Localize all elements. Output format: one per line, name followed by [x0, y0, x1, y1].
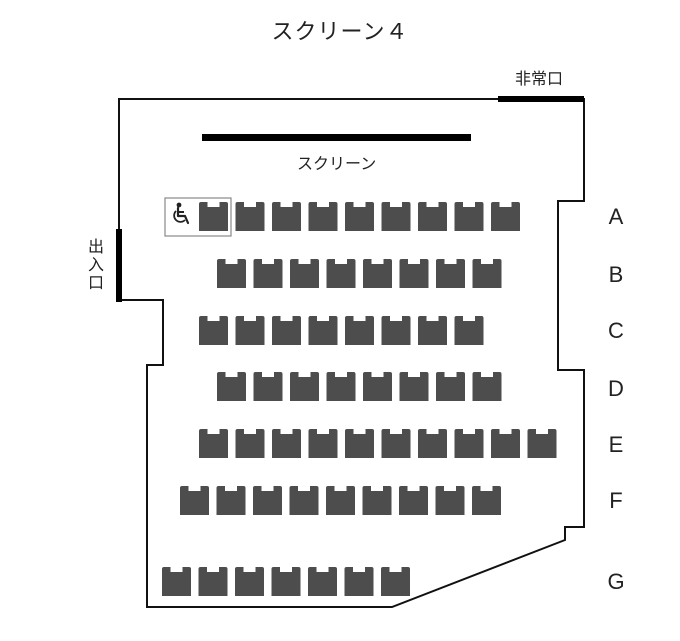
row-label-g: G — [607, 569, 625, 594]
seat-e-2[interactable] — [235, 429, 265, 458]
seat-f-1[interactable] — [180, 486, 209, 515]
seat-f-7[interactable] — [399, 486, 428, 515]
row-label-f: F — [609, 488, 623, 513]
row-label-c: C — [608, 318, 624, 343]
seat-d-5[interactable] — [363, 372, 392, 401]
seat-g-3[interactable] — [235, 567, 264, 596]
seat-g-1[interactable] — [162, 567, 191, 596]
seat-g-2[interactable] — [198, 567, 228, 596]
screen-bar — [202, 134, 471, 141]
seat-g-4[interactable] — [271, 567, 301, 596]
seat-b-3[interactable] — [290, 259, 319, 288]
emergency-exit-label: 非常口 — [515, 69, 564, 88]
seat-c-5[interactable] — [345, 316, 374, 345]
entrance-label-char-2: 入 — [87, 255, 104, 274]
seat-a-5[interactable] — [345, 202, 374, 231]
seat-b-6[interactable] — [399, 259, 429, 288]
wheelchair-icon — [173, 202, 190, 225]
seat-d-4[interactable] — [326, 372, 356, 401]
seat-f-5[interactable] — [326, 486, 355, 515]
seat-e-9[interactable] — [491, 429, 520, 458]
seat-d-2[interactable] — [253, 372, 283, 401]
seat-e-10[interactable] — [527, 429, 557, 458]
seat-f-9[interactable] — [472, 486, 501, 515]
seat-g-5[interactable] — [308, 567, 337, 596]
seat-c-4[interactable] — [308, 316, 338, 345]
seat-b-7[interactable] — [436, 259, 465, 288]
seat-a-1[interactable] — [199, 202, 228, 231]
seat-d-3[interactable] — [290, 372, 319, 401]
seat-c-7[interactable] — [418, 316, 447, 345]
row-label-e: E — [608, 432, 624, 457]
seat-f-6[interactable] — [362, 486, 392, 515]
entrance-label-char-1: 出 — [87, 237, 104, 256]
seat-d-6[interactable] — [399, 372, 429, 401]
seat-d-7[interactable] — [436, 372, 465, 401]
seat-a-2[interactable] — [235, 202, 265, 231]
seat-a-3[interactable] — [272, 202, 301, 231]
seat-b-8[interactable] — [472, 259, 502, 288]
seat-e-7[interactable] — [418, 429, 447, 458]
wheelchair-space[interactable] — [164, 197, 232, 237]
entrance-label: 出 入 口 — [86, 238, 106, 292]
seat-group — [162, 202, 557, 596]
seat-c-8[interactable] — [454, 316, 484, 345]
seat-e-1[interactable] — [199, 429, 228, 458]
seat-c-3[interactable] — [272, 316, 301, 345]
seat-a-4[interactable] — [308, 202, 338, 231]
emergency-exit-door — [498, 96, 584, 102]
page-title: スクリーン４ — [271, 20, 409, 45]
screen-label: スクリーン — [297, 154, 377, 173]
auditorium-outline — [118, 98, 585, 608]
row-label-a: A — [608, 204, 624, 229]
seat-e-8[interactable] — [454, 429, 484, 458]
seat-a-6[interactable] — [381, 202, 411, 231]
seat-d-1[interactable] — [217, 372, 246, 401]
seat-a-9[interactable] — [491, 202, 520, 231]
seat-b-4[interactable] — [326, 259, 356, 288]
seat-f-4[interactable] — [289, 486, 319, 515]
seat-d-8[interactable] — [472, 372, 502, 401]
seat-e-5[interactable] — [345, 429, 374, 458]
row-label-d: D — [608, 376, 624, 401]
seat-f-8[interactable] — [435, 486, 465, 515]
seat-a-7[interactable] — [418, 202, 447, 231]
seat-b-1[interactable] — [217, 259, 246, 288]
seat-c-1[interactable] — [199, 316, 228, 345]
seat-e-4[interactable] — [308, 429, 338, 458]
row-label-b: B — [608, 262, 624, 287]
seat-b-5[interactable] — [363, 259, 392, 288]
seat-b-2[interactable] — [253, 259, 283, 288]
seat-a-8[interactable] — [454, 202, 484, 231]
seat-f-2[interactable] — [216, 486, 246, 515]
entrance-door — [116, 229, 122, 302]
seat-e-6[interactable] — [381, 429, 411, 458]
seat-g-7[interactable] — [381, 567, 410, 596]
seat-g-6[interactable] — [344, 567, 374, 596]
entrance-label-char-3: 口 — [87, 273, 104, 292]
seat-f-3[interactable] — [253, 486, 282, 515]
seat-c-2[interactable] — [235, 316, 265, 345]
seat-c-6[interactable] — [381, 316, 411, 345]
seat-e-3[interactable] — [272, 429, 301, 458]
